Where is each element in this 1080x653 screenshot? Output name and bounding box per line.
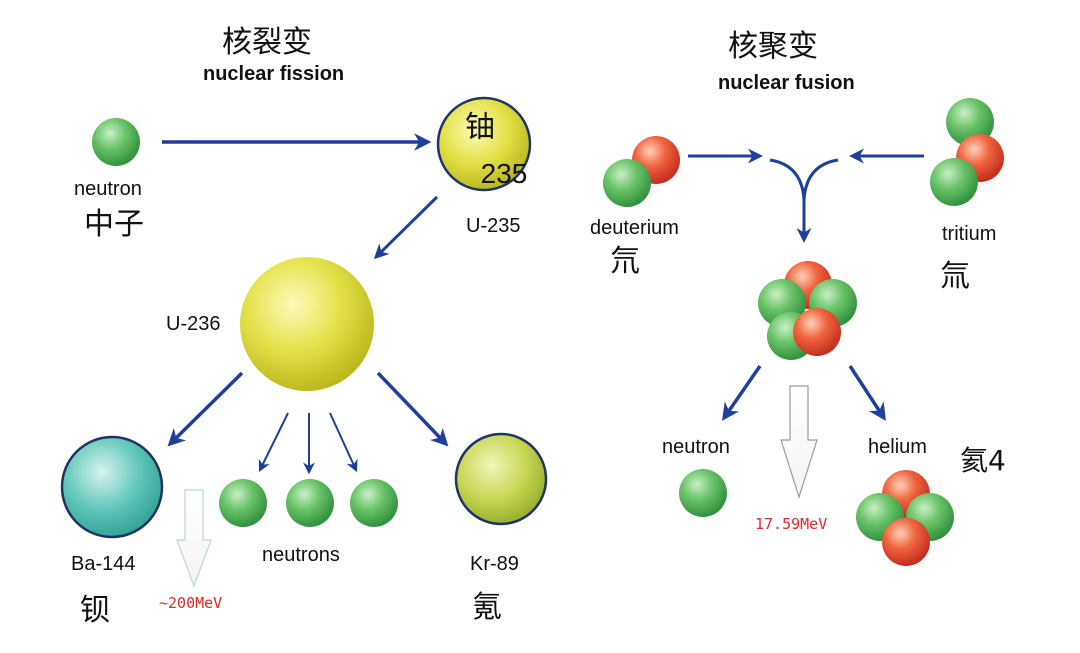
released-neutron-3 [350, 479, 398, 527]
u235-cn-label: 铀 [465, 110, 495, 145]
released-neutron-1 [219, 479, 267, 527]
u235-number-label: 235 [481, 158, 528, 189]
helium-cn-label: 氦4 [960, 444, 1006, 477]
u235-nucleus [436, 96, 532, 192]
fusion-neutron-label: neutron [662, 436, 730, 458]
arrow-u236-to-neutron-1 [258, 412, 289, 473]
u236-label: U-236 [166, 313, 220, 335]
helium-nucleus [856, 470, 954, 566]
arrow-u236-to-neutron-3 [329, 412, 358, 473]
incoming-neutron [92, 118, 140, 166]
fission-energy-arrow [176, 489, 212, 588]
fusion-title-cn: 核聚变 [728, 29, 818, 64]
arrow-merge-down [769, 158, 839, 240]
barium-label: Ba-144 [71, 553, 136, 575]
arrow-to-fusion-neutron [722, 365, 762, 421]
deuterium-cn-label: 氘 [610, 244, 640, 279]
u235-label: U-235 [466, 215, 520, 237]
krypton-label: Kr-89 [470, 553, 519, 575]
incoming-neutron-label-cn: 中子 [84, 207, 144, 242]
neutrons-label: neutrons [262, 544, 340, 566]
barium-cn-label: 钡 [80, 593, 110, 628]
fusion-neutron [679, 469, 727, 517]
incoming-neutron-label-en: neutron [74, 178, 142, 200]
arrow-u236-to-krypton [376, 371, 449, 447]
arrow-to-helium [848, 365, 886, 421]
fission-title-en: nuclear fission [203, 63, 344, 85]
tritium-label-en: tritium [942, 223, 996, 245]
deuterium-label-en: deuterium [590, 217, 679, 239]
helium-label-en: helium [868, 436, 927, 458]
krypton-cn-label: 氪 [472, 590, 502, 625]
fusion-title-en: nuclear fusion [718, 72, 855, 94]
released-neutron-2 [286, 479, 334, 527]
krypton-nucleus [454, 432, 548, 526]
arrow-u236-to-barium [167, 371, 244, 447]
fusion-energy-arrow [780, 385, 818, 499]
arrow-u235-to-u236 [373, 195, 439, 260]
fusion-energy-label: 17.59MeV [755, 515, 827, 533]
fission-title-cn: 核裂变 [222, 25, 312, 60]
u236-nucleus [240, 257, 374, 391]
compound-nucleus [758, 261, 857, 360]
tritium-cn-label: 氚 [940, 259, 970, 294]
deuterium-nucleus [603, 136, 680, 207]
barium-nucleus [60, 435, 164, 539]
fission-energy-label: ~200MeV [159, 594, 222, 612]
tritium-nucleus [930, 98, 1004, 206]
